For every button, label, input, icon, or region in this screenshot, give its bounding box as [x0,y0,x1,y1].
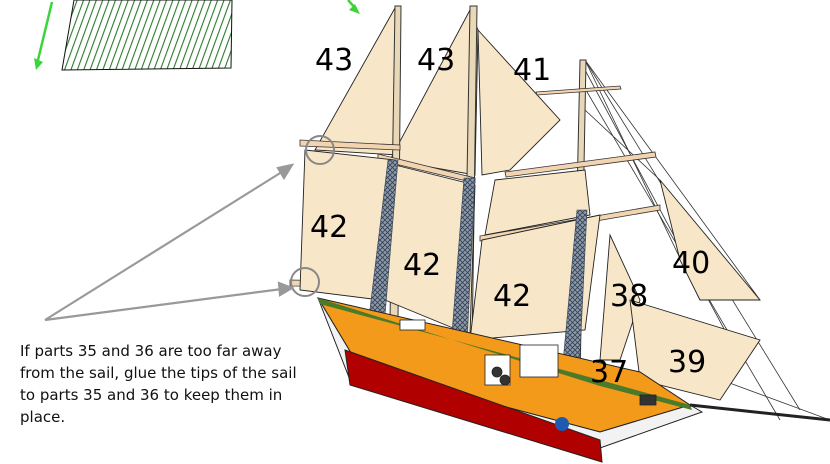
label-38: 38 [610,279,648,314]
label-37: 37 [590,355,628,390]
label-42-mizzen: 42 [493,279,531,314]
label-43-main: 43 [417,43,455,78]
sail-fore-top [315,8,398,155]
label-43-fore: 43 [315,43,353,78]
top-sails [315,8,560,175]
label-42-fore: 42 [310,210,348,245]
sail-main-top [390,10,478,175]
instruction-text: If parts 35 and 36 are too far away from… [20,340,300,428]
label-42-main: 42 [403,248,441,283]
label-40: 40 [672,246,710,281]
pointer-arrows [45,165,292,320]
detail-inset [34,0,360,70]
sail-mizzen-top [478,30,560,175]
label-39: 39 [668,345,706,380]
sail-jib-outer [660,180,760,300]
label-41: 41 [513,53,551,88]
